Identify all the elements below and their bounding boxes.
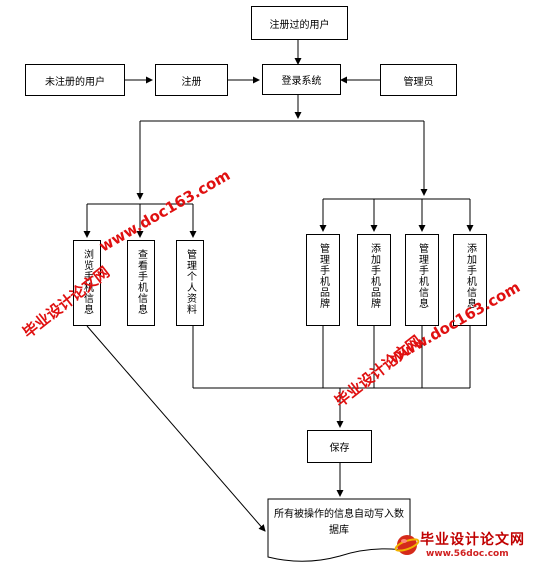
write-database-node: 所有被操作的信息自动写入数据库 [274, 509, 404, 536]
unregistered-user-node: 未注册的用户 [25, 64, 125, 96]
globe-icon [394, 535, 420, 555]
save-node: 保存 [307, 430, 372, 463]
manage-phone-brand-node: 管理手机品牌 [306, 234, 340, 326]
administrator-node: 管理员 [380, 64, 457, 96]
add-phone-brand-node: 添加手机品牌 [357, 234, 391, 326]
add-phone-info-node: 添加手机信息 [453, 234, 487, 326]
edge-browse-to-db [86, 325, 266, 532]
site-logo: 毕业设计论文网 www.56doc.com [392, 528, 542, 564]
view-phone-info-node: 查看手机信息 [127, 240, 155, 326]
manage-phone-info-node: 管理手机信息 [405, 234, 439, 326]
registered-user-node: 注册过的用户 [251, 6, 348, 40]
login-system-node: 登录系统 [262, 64, 341, 95]
logo-text: 毕业设计论文网 [420, 532, 525, 548]
register-node: 注册 [155, 64, 228, 96]
manage-personal-info-node: 管理个人资料 [176, 240, 204, 326]
logo-url: www.56doc.com [426, 549, 509, 559]
browse-phone-info-node: 浏览手机信息 [73, 240, 101, 326]
